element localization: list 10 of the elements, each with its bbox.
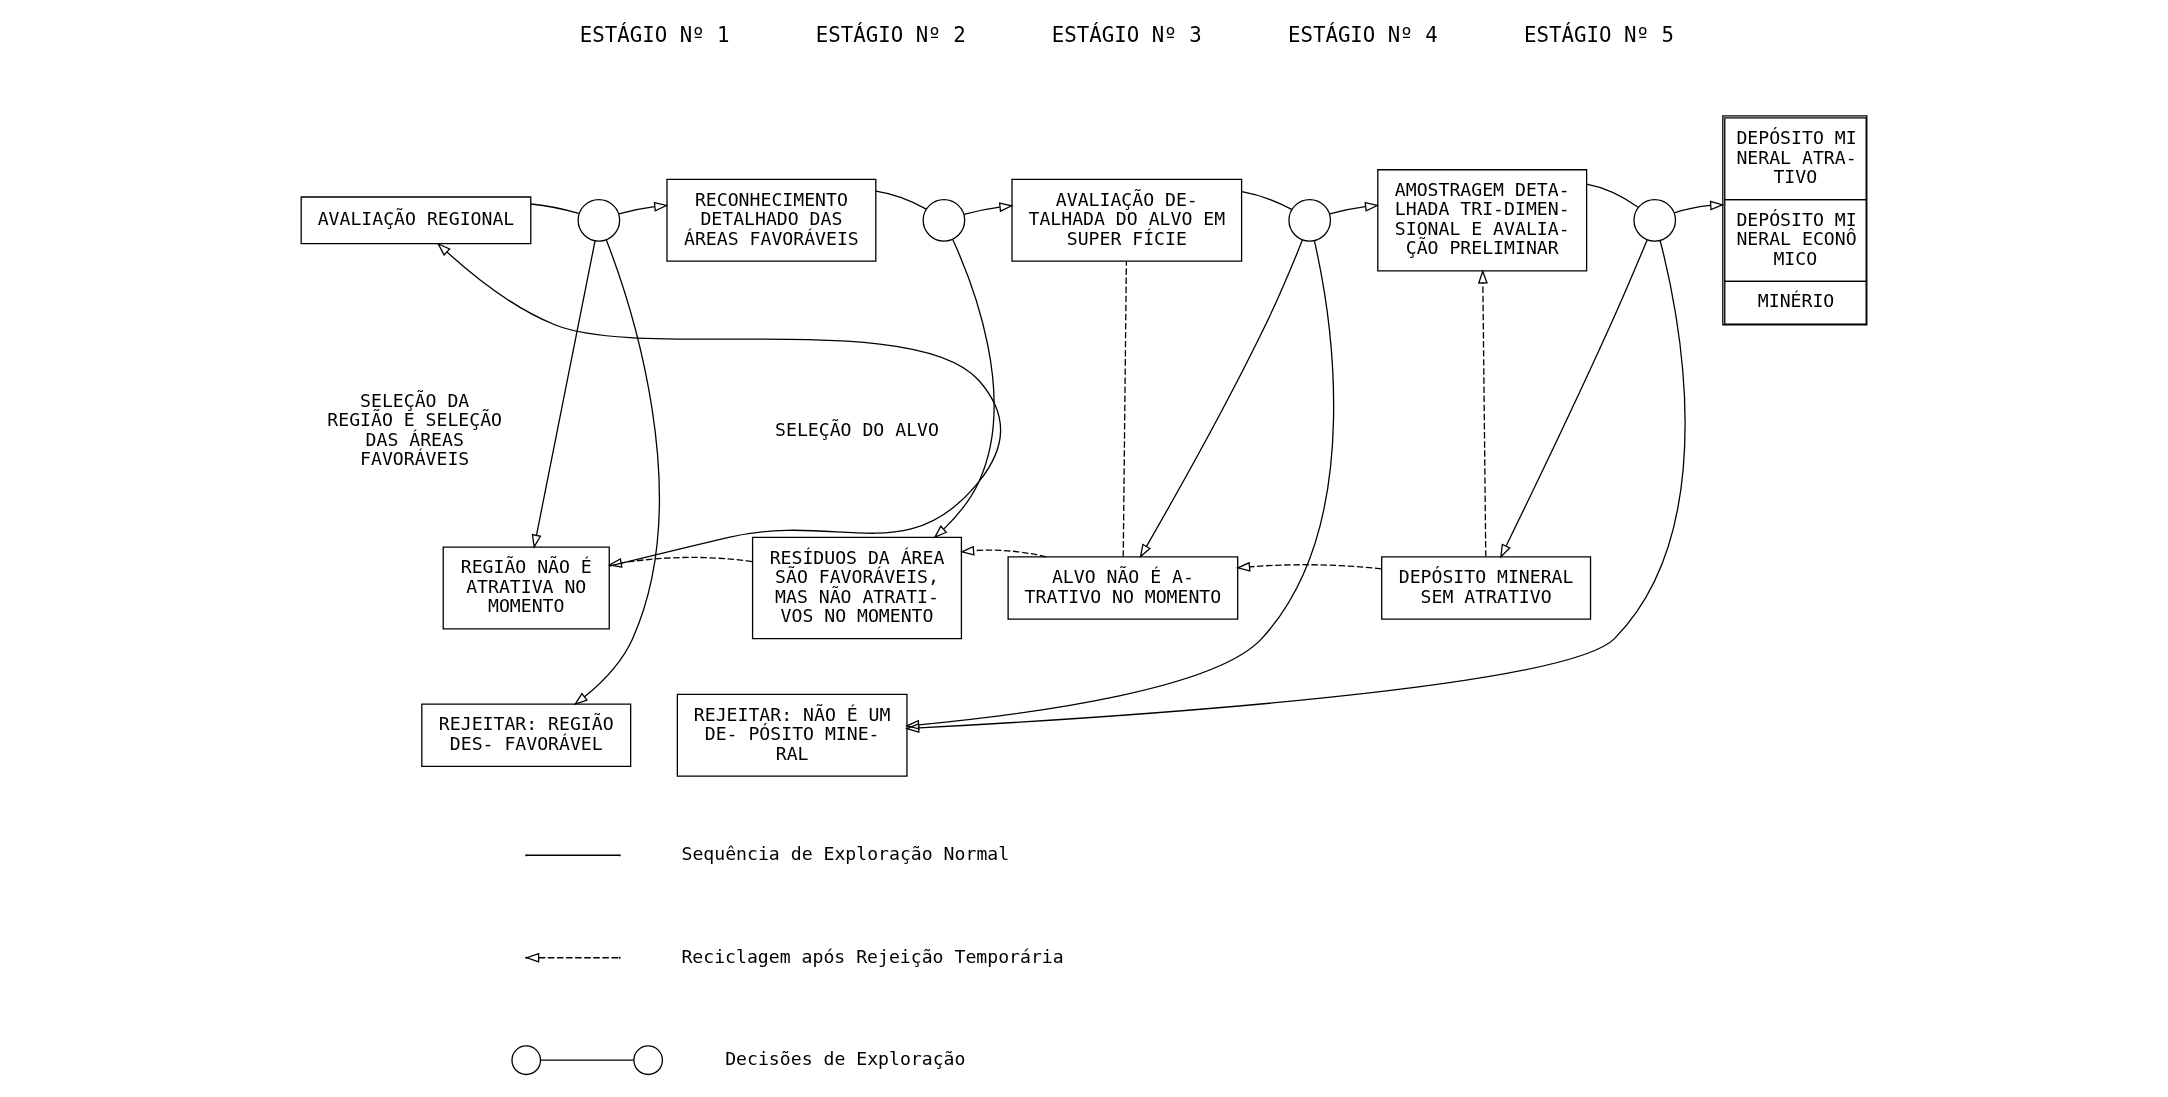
- label: ESTÁGIO Nº 1: [579, 22, 730, 47]
- label: ESTÁGIO Nº 4: [1287, 22, 1438, 47]
- legend-label: Reciclagem após Rejeição Temporária: [681, 945, 1064, 967]
- label: ESTÁGIO Nº 2: [815, 22, 966, 47]
- label: ESTÁGIO Nº 3: [1051, 22, 1202, 47]
- label: ESTÁGIO Nº 5: [1524, 22, 1674, 47]
- label: SELEÇÃO DO ALVO: [775, 418, 939, 440]
- legend-label: Sequência de Exploração Normal: [681, 843, 1010, 865]
- label: SELEÇÃO DA REGIÃO E SELEÇÃO DAS ÁREAS FAVORÁVEIS: [327, 389, 503, 470]
- legend-label: Decisões de Exploração: [725, 1048, 966, 1070]
